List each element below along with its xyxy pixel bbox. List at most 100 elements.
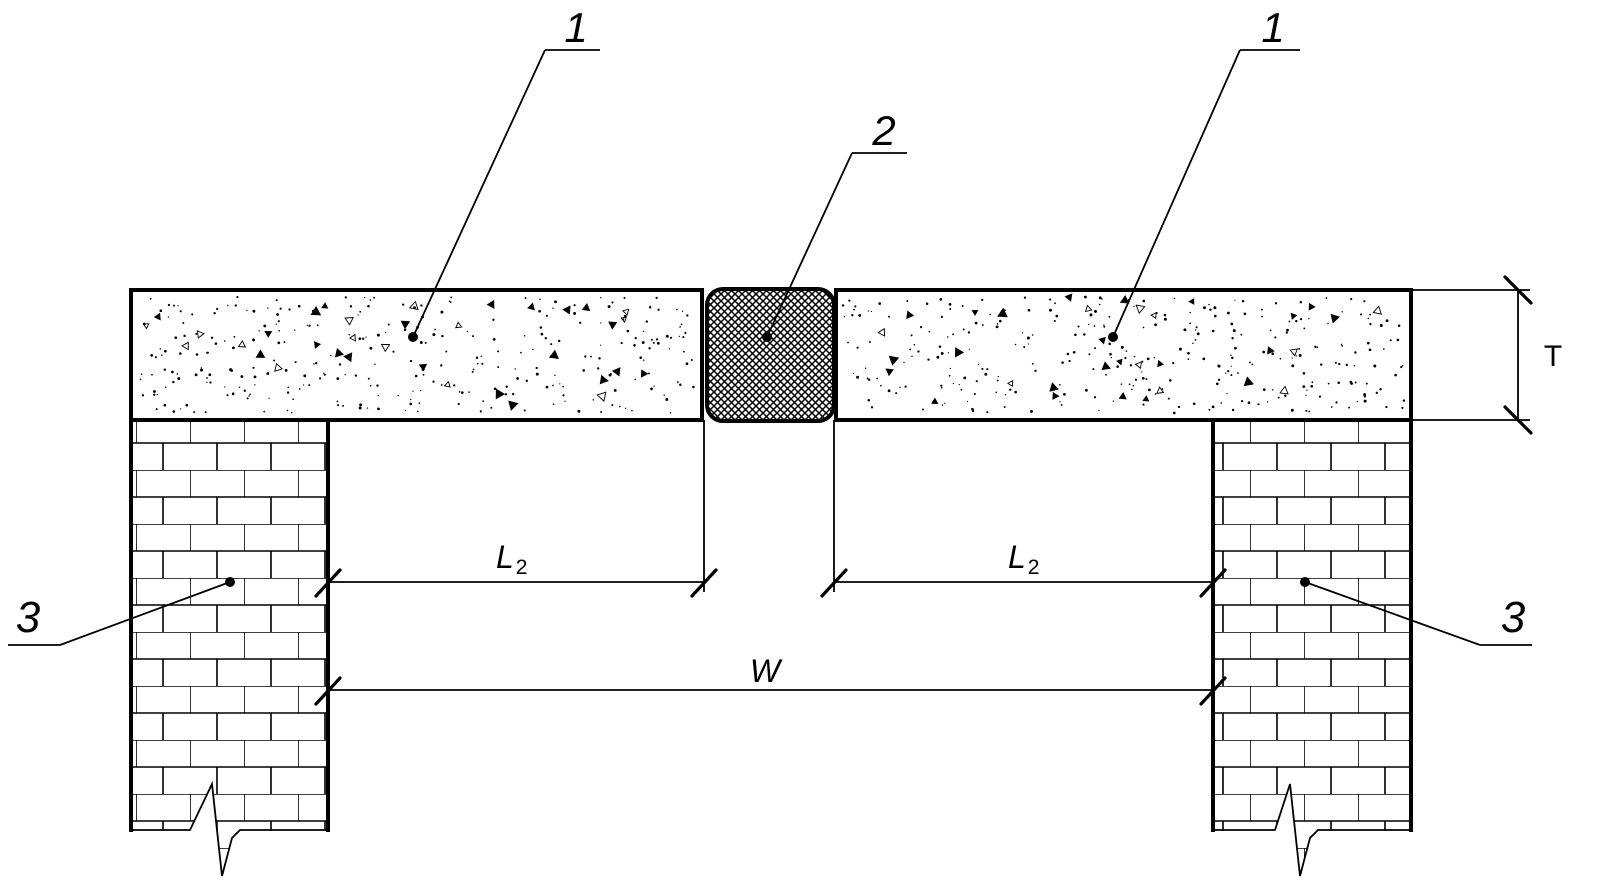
aggregate-dot [505,385,508,388]
aggregate-dot [590,355,592,358]
aggregate-dot [172,380,175,384]
aggregate-dot [179,310,182,313]
aggregate-dot [1148,388,1151,392]
aggregate-dot [1023,345,1026,349]
aggregate-dot [216,307,219,310]
aggregate-dot [1153,357,1155,359]
aggregate-dot [564,400,566,402]
aggregate-triangle [885,368,894,377]
aggregate-dot [645,320,648,323]
aggregate-dot [277,320,280,323]
aggregate-triangle [1101,361,1111,371]
aggregate-dot [1320,363,1323,366]
aggregate-triangle [622,308,630,316]
aggregate-dot [404,409,407,412]
aggregate-dot [493,387,497,391]
aggregate-dot [458,391,461,393]
aggregate-dot [1330,406,1333,408]
aggregate-dot [1093,325,1096,327]
span-left-label-main: L [496,539,514,575]
aggregate-dot [876,377,879,380]
aggregate-dot [1004,393,1007,396]
aggregate-dot [177,377,181,381]
aggregate-dot [1385,405,1388,409]
aggregate-dot [1285,331,1288,334]
aggregate-dot [1367,317,1370,320]
aggregate-dot [947,336,949,338]
aggregate-dot [866,377,869,380]
aggregate-dot [1154,393,1157,395]
aggregate-dot [1034,369,1037,373]
aggregate-dot [910,334,913,337]
aggregate-dot [1053,319,1056,323]
aggregate-dot [1231,337,1234,340]
aggregate-triangle [581,303,591,312]
aggregate-dot [559,383,561,385]
aggregate-dot [1173,297,1176,300]
aggregate-dot [1260,308,1263,311]
aggregate-dot [422,373,425,376]
aggregate-dot [1274,336,1277,339]
aggregate-dot [232,346,235,350]
aggregate-dot [539,298,541,301]
aggregate-dot [204,411,207,414]
aggregate-triangle [1156,386,1165,394]
aggregate-dot [252,338,256,342]
aggregate-dot [952,382,955,385]
aggregate-dot [1341,345,1343,347]
aggregate-dot [1389,339,1392,342]
aggregate-dot [263,410,266,413]
aggregate-dot [971,407,974,411]
aggregate-dot [634,336,637,340]
aggregate-dot [1187,351,1190,355]
aggregate-dot [1230,354,1232,356]
aggregate-dot [1142,299,1146,303]
aggregate-dot [246,309,248,312]
aggregate-dot [1131,388,1133,391]
aggregate-dot [1348,406,1351,409]
aggregate-dot [316,324,319,327]
aggregate-dot [224,386,226,388]
callout-joint: 2 [762,107,907,342]
aggregate-dot [899,386,901,388]
width-label: W [750,653,783,689]
aggregate-dot [337,404,340,407]
aggregate-dot [159,348,162,350]
aggregate-triangle [1084,304,1093,313]
aggregate-dot [278,329,281,332]
slab-left-outline [129,288,704,422]
aggregate-dot [1098,303,1101,306]
aggregate-dot [416,410,419,413]
aggregate-dot [1251,363,1254,366]
aggregate-dot [963,376,967,380]
wall-right-break-line [1213,783,1411,877]
aggregate-dot [1134,378,1138,381]
aggregate-triangle [888,355,900,366]
aggregate-dot [948,374,951,377]
aggregate-dot [266,372,270,375]
aggregate-dot [919,325,923,329]
aggregate-dot [1208,303,1210,306]
dimension-span-right: L2 [820,420,1227,598]
aggregate-dot [1225,372,1227,374]
aggregate-dot [149,297,152,300]
aggregate-dot [1142,326,1145,329]
aggregate-dot [856,375,860,379]
wall-left [129,418,330,877]
aggregate-dot [1368,348,1372,352]
aggregate-dot [1213,314,1217,318]
aggregate-dot [1142,403,1145,406]
aggregate-dot [490,406,493,409]
aggregate-dot [194,373,198,377]
aggregate-triangle [255,349,266,358]
aggregate-dot [420,304,423,307]
aggregate-dot [1341,311,1344,313]
aggregate-dot [904,385,907,388]
aggregate-dot [206,351,209,354]
aggregate-dot [377,407,380,411]
span-right-tick-end [1199,568,1227,598]
aggregate-dot [315,362,318,365]
aggregate-dot [1397,324,1401,328]
aggregate-dot [1202,357,1206,361]
aggregate-dot [940,351,944,355]
